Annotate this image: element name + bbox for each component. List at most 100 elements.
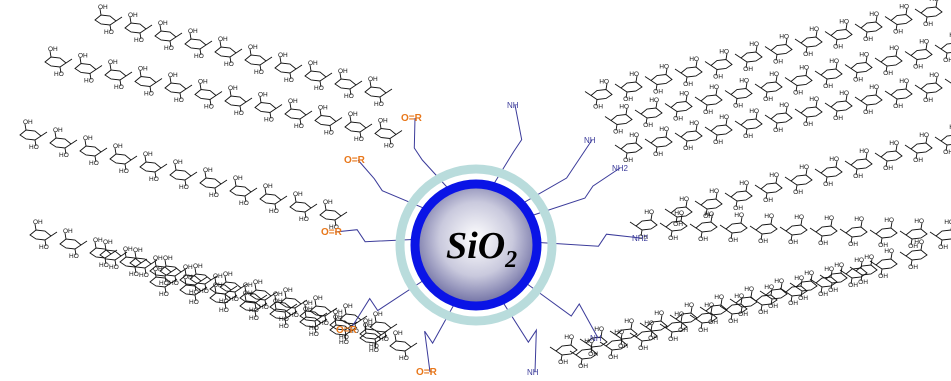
sugar-ring <box>944 78 951 84</box>
hydroxyl-label: HO <box>264 117 274 124</box>
hydroxyl-label: OH <box>949 124 951 131</box>
hydroxyl-label: HO <box>209 192 219 199</box>
hydroxyl-label: HO <box>284 77 294 84</box>
hydroxyl-label: OH <box>899 78 909 85</box>
hydroxyl-label: OH <box>929 72 939 79</box>
hydroxyl-label: HO <box>788 300 798 307</box>
sugar-ring <box>809 270 838 294</box>
sugar-ring <box>584 83 613 106</box>
hydroxyl-label: OH <box>378 118 388 125</box>
sugar-ring <box>784 69 813 92</box>
hydroxyl-label: OH <box>829 58 839 65</box>
hydroxyl-label: HO <box>823 181 833 188</box>
linker-arm <box>524 281 599 339</box>
hydroxyl-label: OH <box>203 167 213 174</box>
hydroxyl-label: HO <box>399 355 409 362</box>
hydroxyl-label: OH <box>704 302 714 309</box>
hydroxyl-label: OH <box>644 209 654 216</box>
linker-arm <box>536 233 641 247</box>
hydroxyl-label: OH <box>734 293 744 300</box>
sugar-ring <box>664 200 693 224</box>
hydroxyl-label: OH <box>123 246 133 253</box>
linker-arm <box>501 300 537 373</box>
sugar-ring <box>549 338 578 362</box>
hydroxyl-label: OH <box>734 212 744 219</box>
sugar-ring <box>134 70 163 93</box>
hydroxyl-label: HO <box>588 351 598 358</box>
glucan-chain: OHHOOHHOOHHOOHHOOHHOOHHOOHHOOHHOOHHOOHHO… <box>629 209 951 251</box>
sugar-ring <box>884 82 913 106</box>
hydroxyl-label: HO <box>229 296 239 303</box>
hydroxyl-label: OH <box>273 298 283 305</box>
hydroxyl-label: HO <box>174 97 184 104</box>
hydroxyl-label: HO <box>798 295 808 302</box>
hydroxyl-label: OH <box>273 291 283 298</box>
sugar-ring <box>629 324 658 348</box>
hydroxyl-label: OH <box>368 76 378 83</box>
hydroxyl-label: OH <box>308 60 318 67</box>
hydroxyl-label: HO <box>703 213 713 220</box>
hydroxyl-label: OH <box>869 84 879 91</box>
hydroxyl-label: HO <box>643 122 653 129</box>
hydroxyl-label: HO <box>728 318 738 325</box>
hydroxyl-label: OH <box>919 132 929 139</box>
hydroxyl-label: HO <box>613 129 623 136</box>
sugar-ring <box>214 40 243 64</box>
sugar-ring <box>884 8 913 31</box>
sugar-ring <box>169 163 198 187</box>
hydroxyl-label: OH <box>283 287 293 294</box>
hydroxyl-label: OH <box>854 257 864 264</box>
hydroxyl-label: OH <box>649 97 659 104</box>
hydroxyl-label: HO <box>169 280 179 287</box>
hydroxyl-label: HO <box>943 57 951 64</box>
hydroxyl-label: HO <box>763 96 773 103</box>
sugar-ring <box>874 49 903 73</box>
hydroxyl-label: OH <box>348 111 358 118</box>
sugar-ring <box>99 243 128 267</box>
hydroxyl-label: HO <box>269 208 279 215</box>
hydroxyl-label: OH <box>629 132 639 139</box>
hydroxyl-label: OH <box>243 290 253 297</box>
hydroxyl-label: HO <box>279 323 289 330</box>
hydroxyl-label: OH <box>949 32 951 39</box>
sugar-ring <box>259 187 288 211</box>
hydroxyl-label: OH <box>704 211 714 218</box>
sugar-ring <box>854 88 883 112</box>
hydroxyl-label: OH <box>659 64 669 71</box>
hydroxyl-label: OH <box>584 338 594 345</box>
hydroxyl-label: OH <box>183 274 193 281</box>
hydroxyl-label: OH <box>824 215 834 222</box>
hydroxyl-label: OH <box>53 127 63 134</box>
sugar-ring <box>704 53 733 76</box>
sugar-ring <box>704 118 733 142</box>
hydroxyl-label: HO <box>104 29 114 36</box>
sugar-ring <box>844 152 873 176</box>
hydroxyl-label: HO <box>828 287 838 294</box>
sugar-ring <box>329 318 358 342</box>
hydroxyl-label: OH <box>373 311 383 318</box>
hydroxyl-label: HO <box>678 327 688 334</box>
hydroxyl-label: HO <box>833 44 843 51</box>
hydroxyl-label: HO <box>164 45 174 52</box>
hydroxyl-label: HO <box>653 151 663 158</box>
